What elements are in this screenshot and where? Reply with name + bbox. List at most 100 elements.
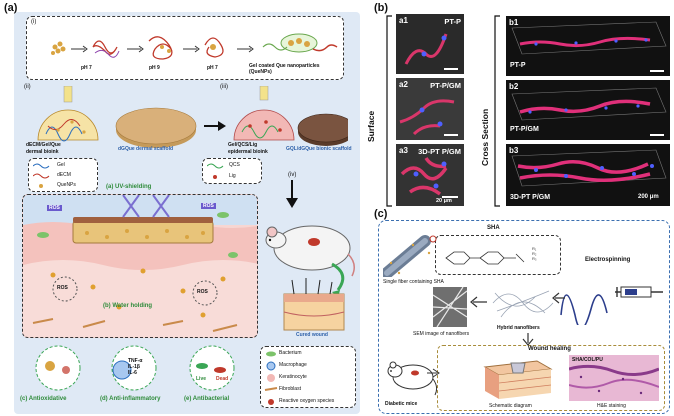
cross-image-b1: b1 PT-P xyxy=(506,16,670,76)
hybrid-nanofibers-illustration xyxy=(491,283,555,323)
legend-ros: Reactive oxygen species xyxy=(279,398,334,404)
legend-keratinocyte: Keratinocyte xyxy=(279,374,307,380)
he-tag: SHA/COL/PU xyxy=(572,357,603,363)
legend-dermal-swatches xyxy=(33,163,53,191)
cross-tag-b3: 3D-PT P/GM xyxy=(510,194,550,201)
legend-lig: Lig xyxy=(229,173,236,179)
sem-image xyxy=(433,287,467,327)
surface-tag-a3: 3D-PT P/GM xyxy=(418,147,461,156)
que-particles xyxy=(51,42,66,56)
surface-tag-a1: PT-P xyxy=(444,17,461,26)
volume-render-b1 xyxy=(506,16,670,76)
antibacterial-label: (e) Antibacterial xyxy=(184,396,229,402)
wound-healing-label: Wound healing xyxy=(528,346,571,352)
electrospinning-label: Electrospinning xyxy=(585,257,630,263)
cross-bracket xyxy=(492,14,502,208)
cell-legend: Bacterium Macrophage Keratinocyte Fibrob… xyxy=(260,346,356,408)
nanoparticle-synthesis-box: (i) pH 7 pH 9 pH 7 Gel coated Que nanopa… xyxy=(26,16,344,80)
sem-label: SEM image of nanofibers xyxy=(413,331,469,337)
mouse-wound-illustration xyxy=(260,208,358,342)
panel-b-letter: (b) xyxy=(374,2,388,14)
cross-sub-b1: b1 xyxy=(509,18,518,27)
single-fiber-label: Single fiber containing SHA xyxy=(383,279,444,285)
diabetic-mice-label: Diabetic mice xyxy=(385,401,417,407)
ph-label-3: pH 7 xyxy=(207,65,218,71)
antioxidative-label: (c) Antioxidative xyxy=(20,396,66,402)
schematic-skin-illustration xyxy=(481,357,553,401)
ph-label-1: pH 7 xyxy=(81,65,92,71)
syringe-icon xyxy=(555,271,667,325)
scale-bar xyxy=(650,70,664,72)
scale-label-cross: 200 μm xyxy=(638,194,659,200)
cross-sub-b2: b2 xyxy=(509,82,518,91)
cross-sub-b3: b3 xyxy=(509,146,518,155)
cell-legend-swatches xyxy=(264,350,278,408)
arrow-down-icon xyxy=(282,180,302,210)
sha-molecule xyxy=(442,244,532,272)
arrow-left-icon xyxy=(469,295,489,309)
legend-gel: Gel xyxy=(57,162,65,168)
scale-bar xyxy=(444,68,458,70)
panel-a: (i) pH 7 pH 9 pH 7 Gel coated Que nanopa… xyxy=(14,12,360,414)
surface-sub-a3: a3 xyxy=(399,146,408,155)
cross-tag-b1: PT-P xyxy=(510,62,526,69)
cross-image-b3: b3 3D-PT P/GM 200 μm xyxy=(506,144,670,206)
antiinflammatory-label: (d) Anti-inflammatory xyxy=(100,396,160,402)
skin-wound-box: ROS ROS ROS ROS (b) Water holding xyxy=(22,194,258,338)
cytokine-list: TNF-α IL-1β IL-6 xyxy=(128,358,142,376)
ros-tag-1: ROS xyxy=(47,205,62,211)
legend-epidermal-swatches xyxy=(207,163,225,183)
hybrid-nanofibers-label: Hybrid nanofibers xyxy=(497,325,540,331)
legend-quenps: QueNPs xyxy=(57,182,76,188)
surface-sub-a1: a1 xyxy=(399,16,408,25)
ros-tag-4: ROS xyxy=(197,289,208,295)
legend-bacterium: Bacterium xyxy=(279,350,302,356)
skin-layers-illustration xyxy=(23,195,258,338)
surface-tag-a2: PT-P/GM xyxy=(430,81,461,90)
legend-fibroblast: Fibroblast xyxy=(279,386,301,392)
cytokine-il6: IL-6 xyxy=(128,370,142,376)
bionic-scaffold-label: GQL/dGQue bionic scaffold xyxy=(286,146,352,152)
arrow-right-icon xyxy=(427,367,441,379)
ros-tag-3: ROS xyxy=(57,285,68,291)
scale-bar xyxy=(444,134,458,136)
legend-dermal: Gel dECM QueNPs xyxy=(28,158,98,192)
cured-wound-label: Cured wound xyxy=(296,332,328,338)
quenps-label: Gel coated Que nanoparticles (QueNPs) xyxy=(249,63,343,75)
arrow-left-icon xyxy=(551,291,567,305)
single-fiber-illustration xyxy=(383,233,437,277)
legend-macrophage: Macrophage xyxy=(279,362,307,368)
surface-image-a2: a2 PT-P/GM xyxy=(396,78,464,140)
sha-title: SHA xyxy=(487,225,500,231)
surface-bracket xyxy=(384,14,394,208)
cross-tag-b2: PT-P/GM xyxy=(510,126,539,133)
dermal-bioink-label: dECM/Gel/Que dermal bioink xyxy=(26,142,106,156)
cross-section-label: Cross Section xyxy=(480,109,490,166)
panel-c-letter: (c) xyxy=(374,208,387,220)
sub-label-iii: (iii) xyxy=(220,84,228,90)
ros-tag-2: ROS xyxy=(201,203,216,209)
live-label: Live xyxy=(196,376,206,382)
legend-qcs: QCS xyxy=(229,162,240,168)
ph-label-2: pH 9 xyxy=(149,65,160,71)
legend-epidermal: QCS Lig xyxy=(202,158,262,184)
scale-label-surface: 20 μm xyxy=(436,198,452,204)
uv-shielding-label: (a) UV-shielding xyxy=(106,184,151,190)
dermal-scaffold-label: dGQue dermal scaffold xyxy=(118,146,173,152)
surface-label: Surface xyxy=(366,111,376,142)
surface-sub-a2: a2 xyxy=(399,80,408,89)
he-staining-image: SHA/COL/PU xyxy=(569,355,659,401)
scale-bar xyxy=(650,134,664,136)
water-holding-label: (b) Water holding xyxy=(103,303,152,309)
he-label: H&E staining xyxy=(597,403,626,409)
schematic-label: Schematic diagram xyxy=(489,403,532,409)
surface-label-wrap: Surface xyxy=(364,70,380,160)
surface-image-a1: a1 PT-P xyxy=(396,14,464,74)
dead-label: Dead xyxy=(216,376,228,382)
sub-label-iv: (iv) xyxy=(288,172,296,178)
sem-fibers xyxy=(433,287,467,327)
cross-image-b2: b2 PT-P/GM xyxy=(506,80,670,140)
